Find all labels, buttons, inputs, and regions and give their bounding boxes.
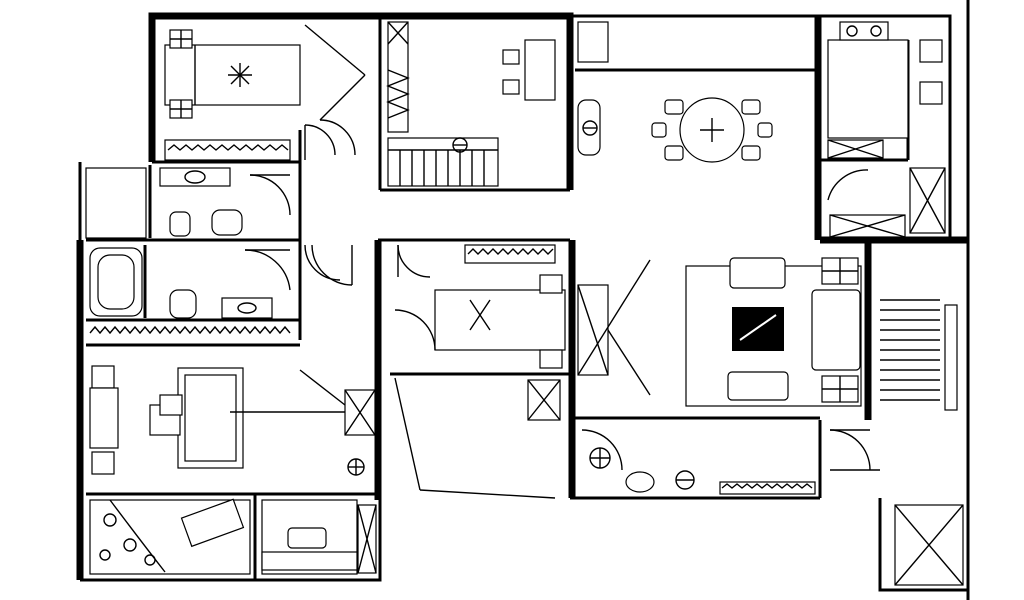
coffee-table <box>732 307 784 351</box>
plant-icon <box>452 137 468 153</box>
desk <box>524 39 556 101</box>
counter-strip <box>89 325 291 335</box>
dining-room <box>577 21 773 163</box>
master-bedroom <box>89 365 380 476</box>
bathroom-upper <box>85 167 291 239</box>
lounge-chair <box>180 498 245 548</box>
plant-icon <box>347 458 365 476</box>
living-room <box>577 257 862 407</box>
stairwell-right <box>827 167 964 586</box>
toilet-icon <box>169 289 197 319</box>
corridor <box>394 377 561 499</box>
vanity <box>159 167 231 187</box>
sofa-set <box>685 257 862 407</box>
hall-lower <box>581 429 816 495</box>
plant-icon <box>589 447 611 469</box>
cabinet <box>577 21 609 63</box>
interior-walls <box>86 16 910 580</box>
plant-icon <box>582 120 598 136</box>
door-swings <box>304 119 356 281</box>
balcony-left <box>89 498 251 575</box>
stairs <box>387 137 499 187</box>
exterior-walls <box>76 0 970 600</box>
bed <box>434 289 566 351</box>
kitchen <box>827 21 943 159</box>
toilet-icon <box>211 209 243 236</box>
balcony-small <box>261 499 377 575</box>
bedroom-middle <box>311 244 566 369</box>
plant-icon <box>228 63 252 87</box>
vanity <box>221 297 273 319</box>
table <box>287 527 327 549</box>
headboard <box>89 387 119 449</box>
kitchen-island <box>827 39 909 139</box>
shoe-cabinet <box>719 481 816 495</box>
stair-room <box>386 21 556 187</box>
bathroom-lower <box>89 247 291 319</box>
plant-icon <box>675 470 695 490</box>
bedroom-top-left <box>164 24 366 161</box>
dining-table <box>651 97 773 163</box>
